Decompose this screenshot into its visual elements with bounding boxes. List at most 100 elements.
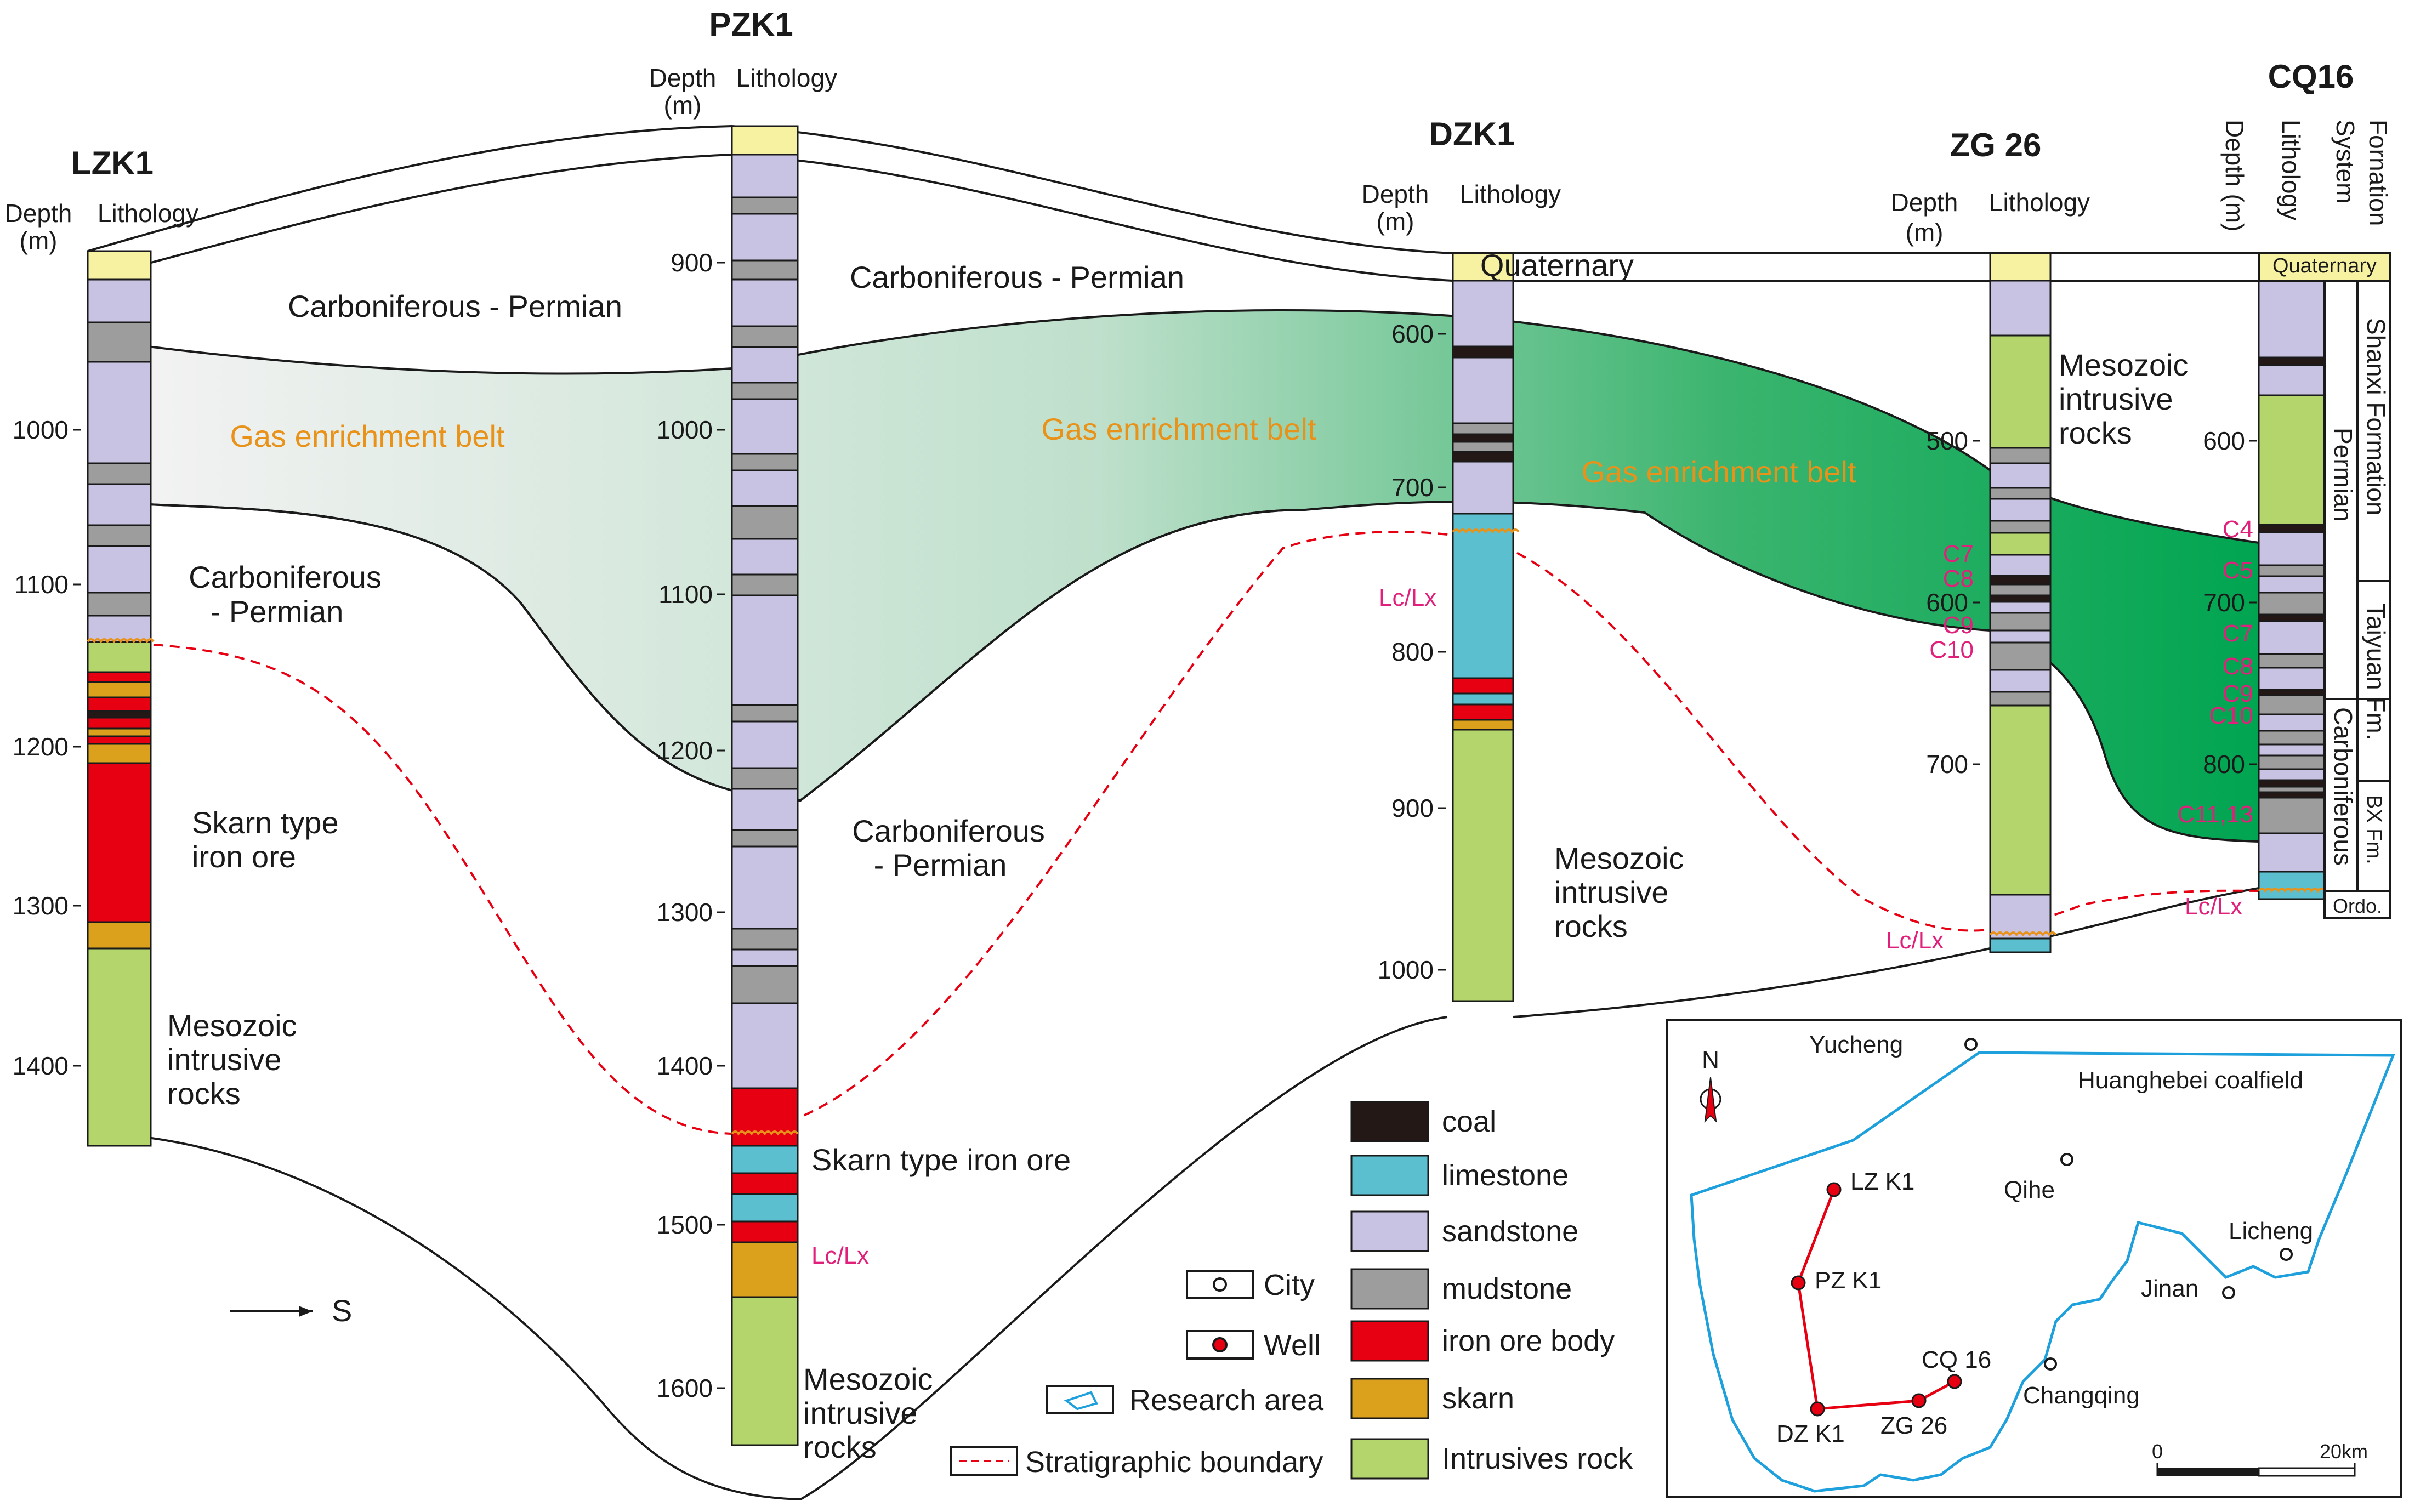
well-zg26-layer-coal	[1989, 575, 2052, 586]
cq16-ordo: Ordo.	[2333, 895, 2382, 917]
map-well-zg26-icon	[1911, 1393, 1927, 1408]
coal-cq-c5: C5	[2223, 557, 2253, 584]
depth-tick-pzk1-1000: 1000	[657, 416, 713, 444]
depth-tick-lzk1-1000: 1000	[13, 416, 69, 444]
well-pzk1-layer-quaternary	[731, 125, 799, 156]
well-title-dzk1: DZK1	[1429, 116, 1515, 152]
scale-bar-black	[2157, 1468, 2259, 1476]
well-lzk1-layer-skarn	[87, 727, 152, 737]
coal-cq-c8: C8	[2223, 653, 2253, 680]
legend-limestone: limestone	[1442, 1159, 1569, 1192]
label-meso-pzk-2: intrusive	[803, 1396, 918, 1430]
well-pzk1-layer-sandstone	[731, 278, 799, 327]
well-dzk1-layer-quaternary	[1452, 252, 1514, 282]
depth-tick-cq16-700: 700	[2203, 588, 2245, 617]
well-pzk1-layer-mudstone	[731, 505, 799, 540]
label-meso-zg-1: Mesozoic	[2059, 348, 2189, 382]
legend-mudstone-swatch	[1350, 1268, 1429, 1310]
well-title-cq16: CQ16	[2268, 58, 2354, 95]
well-pzk1-layer-sandstone	[731, 1002, 799, 1089]
well-pzk1-layer-sandstone	[731, 594, 799, 706]
well-pzk1-layer-sandstone	[731, 720, 799, 769]
well-cq16-layer-sandstone	[2258, 531, 2326, 566]
well-zg26-layer-mudstone	[1989, 520, 2052, 534]
map-pzk1: PZ K1	[1815, 1267, 1882, 1294]
well-zg26-layer-mudstone	[1989, 691, 2052, 707]
south-arrow-head	[299, 1306, 313, 1317]
cq16-taiyuan: Taiyuan Fm.	[2362, 603, 2390, 741]
depth-tick-zg26-500: 500	[1926, 427, 1968, 455]
well-cq16-layer-sandstone	[2258, 620, 2326, 655]
well-lzk1-layer-mudstone	[87, 462, 152, 485]
well-dzk1-layer-sandstone	[1452, 356, 1514, 424]
well-lzk1-layer-sandstone	[87, 361, 152, 464]
well-cq16-layer-coal	[2258, 613, 2326, 622]
depth-tick-pzk1-1500: 1500	[657, 1210, 713, 1239]
cq16-bx: BX Fm.	[2362, 795, 2385, 865]
well-pzk1-layer-sandstone	[731, 398, 799, 455]
depth-unit-lzk1: (m)	[20, 226, 58, 255]
label-carb-lower-mid-1: Carboniferous	[852, 814, 1045, 848]
coal-zg-c10: C10	[1929, 636, 1974, 663]
well-pzk1-layer-iron	[731, 1220, 799, 1243]
label-carb-perm-upper-mid: Carboniferous - Permian	[850, 260, 1184, 294]
section-labels: Carboniferous - Permian Carboniferous - …	[167, 248, 2253, 1464]
city-changqing-icon	[2044, 1357, 2057, 1371]
lclx-cq16: Lc/Lx	[2185, 893, 2242, 920]
well-pzk1-layer-mudstone	[731, 928, 799, 951]
map-jinan: Jinan	[2141, 1275, 2198, 1302]
stratigraphic-boundary-line	[87, 531, 2270, 1135]
well-zg26-layer-quaternary	[1989, 252, 2052, 282]
coal-cq-c11-13: C11,13	[2177, 801, 2253, 828]
legend-sandstone-swatch	[1350, 1210, 1429, 1252]
label-carb-perm-upper-left: Carboniferous - Permian	[288, 289, 622, 323]
well-pzk1-layer-mudstone	[731, 573, 799, 596]
legend-skarn: skarn	[1442, 1382, 1514, 1415]
legend-sandstone: sandstone	[1442, 1215, 1578, 1248]
coal-cq-c4: C4	[2223, 516, 2253, 543]
lith-header-pzk1: Lithology	[736, 64, 837, 92]
well-zg26-layer-mudstone	[1989, 583, 2052, 596]
map-well-pzk1-icon	[1791, 1275, 1806, 1291]
well-cq16-layer-sandstone	[2258, 667, 2326, 691]
well-lzk1-layer-sandstone	[87, 483, 152, 526]
well-lzk1-layer-skarn	[87, 743, 152, 764]
depth-tick-dzk1-800: 800	[1391, 638, 1434, 666]
well-pzk1-layer-mudstone	[731, 767, 799, 790]
coal-zg-c7: C7	[1943, 541, 1974, 567]
well-lzk1-layer-quaternary	[87, 250, 152, 281]
map-frame	[1666, 1019, 2402, 1498]
coal-cq-c7: C7	[2223, 620, 2253, 647]
well-cq16-layer-mudstone	[2258, 653, 2326, 669]
well-dzk1-layer-mudstone	[1452, 441, 1514, 453]
legend-intrusive-swatch	[1350, 1438, 1429, 1480]
pzk-bottom-line	[147, 1016, 1448, 1501]
well-lzk1-layer-skarn	[87, 681, 152, 698]
label-meso-zg-2: intrusive	[2059, 382, 2173, 416]
lclx-dzk1: Lc/Lx	[1379, 584, 1436, 611]
lith-header-dzk1: Lithology	[1460, 180, 1561, 208]
legend-iron: iron ore body	[1442, 1325, 1615, 1357]
depth-tick-zg26-700: 700	[1926, 750, 1968, 778]
well-pzk1-layer-mudstone	[731, 196, 799, 215]
label-meso-dzk-2: intrusive	[1554, 875, 1669, 910]
depth-header-cq16: Depth (m)	[2220, 120, 2249, 231]
depth-tick-pzk1-1600: 1600	[657, 1374, 713, 1402]
well-pzk1-layer-mudstone	[731, 453, 799, 471]
map-yucheng: Yucheng	[1809, 1031, 1903, 1058]
unconformity-wave-1	[731, 1130, 799, 1136]
city-yucheng-icon	[1964, 1038, 1978, 1051]
well-pzk1-layer-sandstone	[731, 213, 799, 262]
unconformity-wave-0	[87, 638, 155, 644]
depth-tick-cq16-800: 800	[2203, 750, 2245, 778]
well-cq16-layer-coal	[2258, 524, 2326, 533]
depth-tick-pzk1-900: 900	[671, 248, 713, 277]
well-zg26-layer-intrusive	[1989, 334, 2052, 449]
map-well-lzk1-icon	[1826, 1182, 1842, 1197]
well-dzk1-layer-limestone	[1452, 513, 1514, 679]
legend-boundary-box	[950, 1446, 1018, 1476]
label-meso-dzk-1: Mesozoic	[1554, 841, 1684, 876]
well-pzk1-layer-mudstone	[731, 325, 799, 348]
label-quaternary: Quaternary	[1480, 248, 1634, 282]
